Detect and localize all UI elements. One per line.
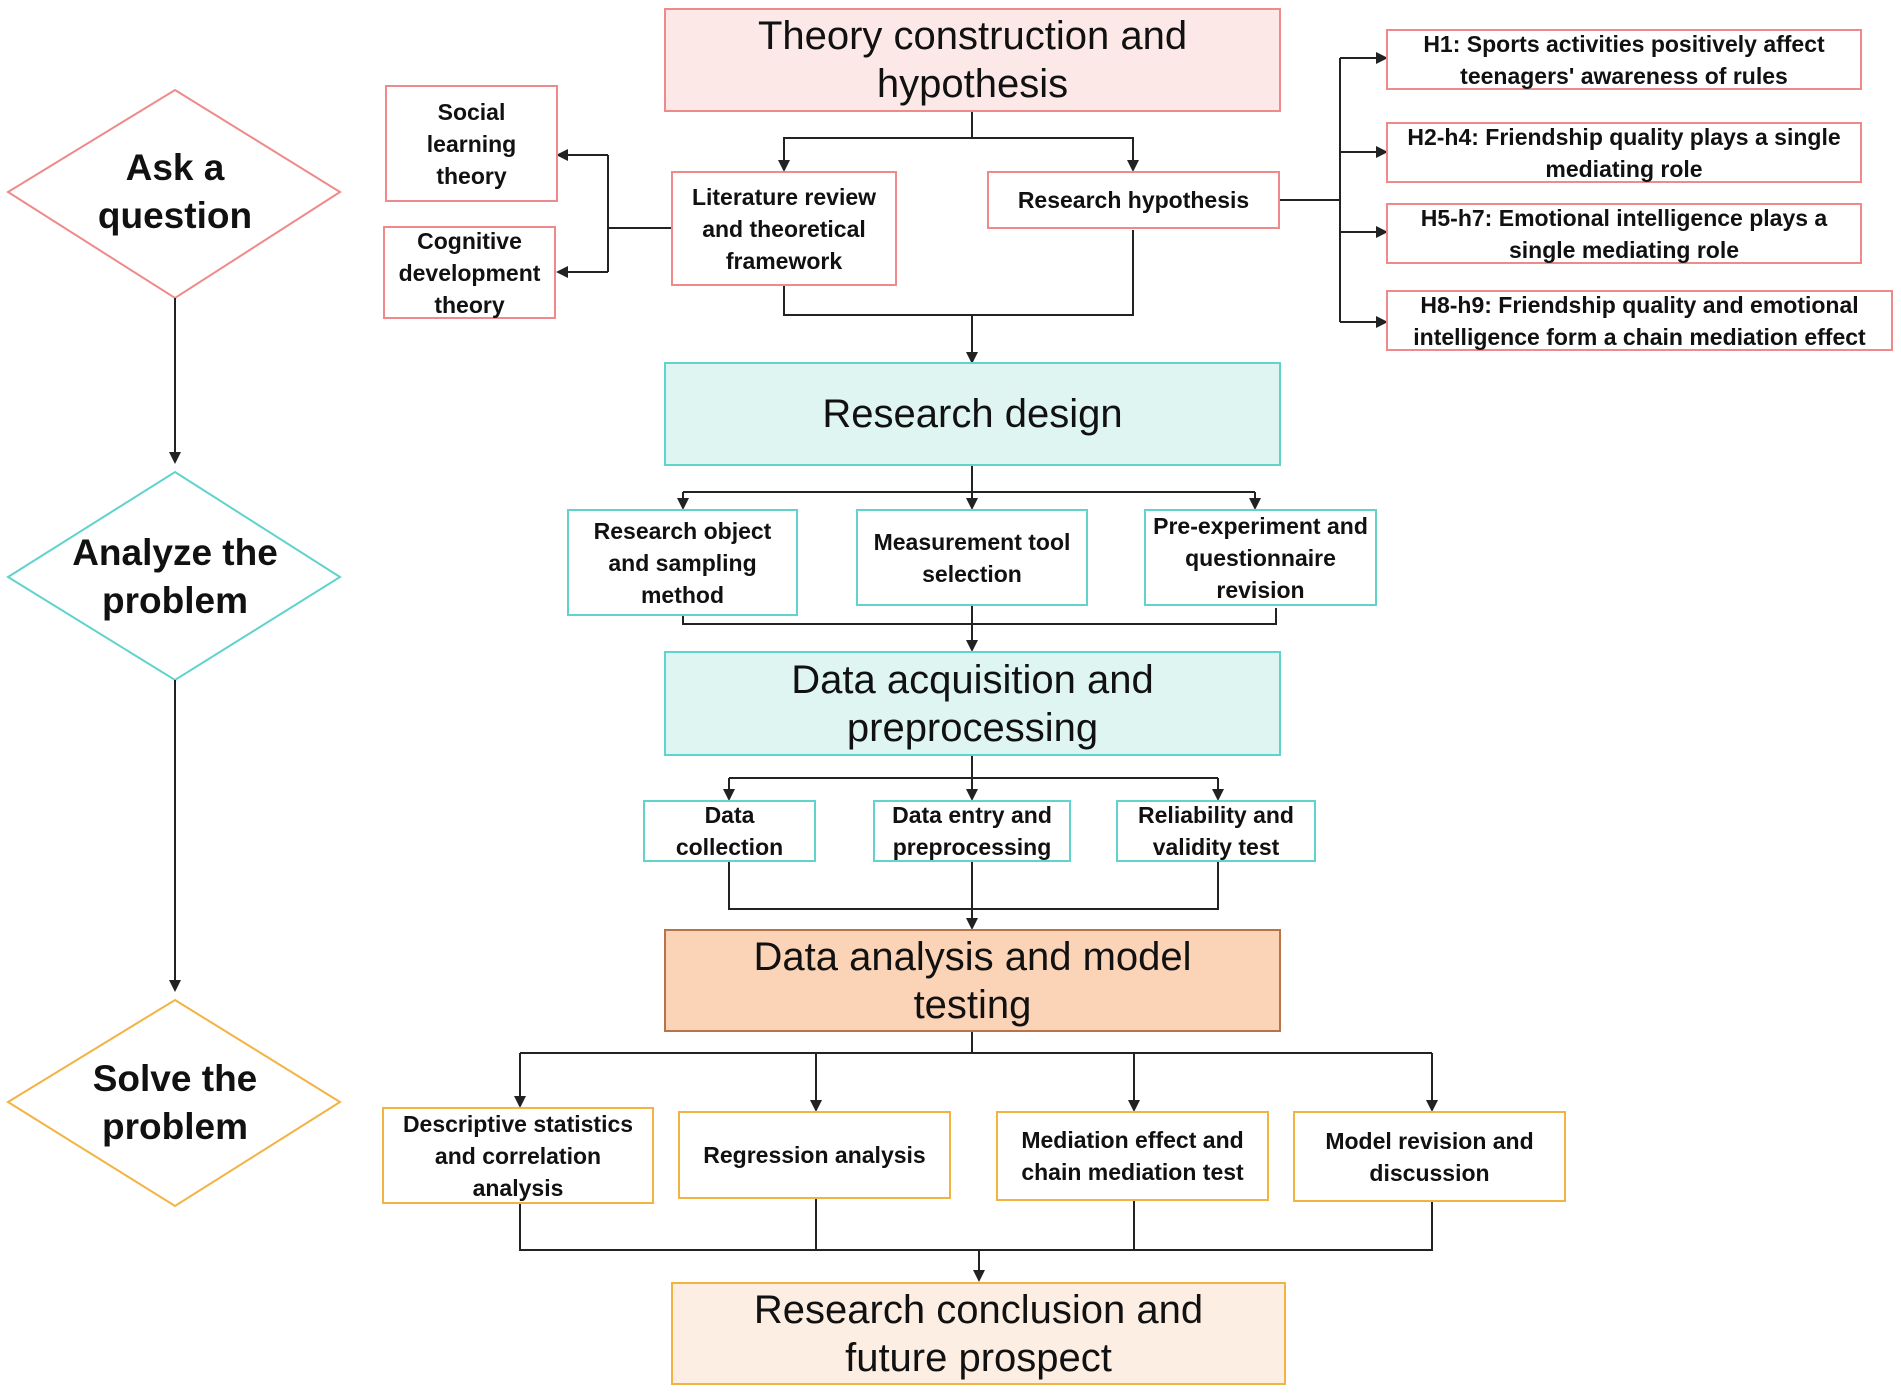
regression-box: Regression analysis bbox=[678, 1111, 951, 1199]
descriptive-box: Descriptive statistics and correlation a… bbox=[382, 1107, 654, 1204]
hypothesis-h1-box: H1: Sports activities positively affect … bbox=[1386, 29, 1862, 90]
hypothesis-label: Research hypothesis bbox=[1017, 187, 1250, 213]
design-title-box: Research design bbox=[664, 362, 1281, 466]
stage-analyze-label: Analyze the problem bbox=[72, 532, 278, 621]
model-revision-label: Model revision and discussion bbox=[1325, 1127, 1534, 1186]
hypothesis-h2-box: H2-h4: Friendship quality plays a single… bbox=[1386, 122, 1862, 183]
mediation-label: Mediation effect and chain mediation tes… bbox=[1021, 1127, 1244, 1185]
preexperiment-label: Pre-experiment and questionnaire revisio… bbox=[1153, 512, 1368, 603]
connector-literature-theories bbox=[607, 155, 671, 272]
entry-label: Data entry and preprocessing bbox=[892, 802, 1052, 860]
connector-theory-split bbox=[783, 112, 1134, 170]
theory-title: Theory construction and hypothesis bbox=[757, 14, 1188, 106]
sampling-box: Research object and sampling method bbox=[567, 509, 798, 616]
preexperiment-box: Pre-experiment and questionnaire revisio… bbox=[1144, 509, 1377, 606]
connector-analysis-split bbox=[520, 1032, 1432, 1054]
model-revision-box: Model revision and discussion bbox=[1293, 1111, 1566, 1202]
literature-label: Literature review and theoretical framew… bbox=[691, 183, 877, 274]
acquisition-title-box: Data acquisition and preprocessing bbox=[664, 651, 1281, 756]
mediation-box: Mediation effect and chain mediation tes… bbox=[996, 1111, 1269, 1201]
cognitive-label: Cognitive development theory bbox=[398, 227, 541, 318]
measurement-box: Measurement tool selection bbox=[856, 509, 1088, 606]
conclusion-title-box: Research conclusion and future prospect bbox=[671, 1282, 1286, 1385]
literature-box: Literature review and theoretical framew… bbox=[671, 171, 897, 286]
connector-design-merge bbox=[682, 606, 1277, 625]
connector-acquisition-merge bbox=[728, 862, 1219, 910]
regression-label: Regression analysis bbox=[703, 1142, 926, 1168]
stage-ask-label: Ask a question bbox=[97, 147, 253, 236]
social-learning-box: Social learning theory bbox=[385, 85, 558, 202]
hypothesis-h5-label: H5-h7: Emotional intelligence plays a si… bbox=[1420, 204, 1828, 263]
stage-solve-label: Solve the problem bbox=[92, 1058, 258, 1147]
measurement-label: Measurement tool selection bbox=[873, 528, 1071, 587]
hypothesis-box: Research hypothesis bbox=[987, 171, 1280, 229]
hypothesis-h5-box: H5-h7: Emotional intelligence plays a si… bbox=[1386, 203, 1862, 264]
hypothesis-h2-label: H2-h4: Friendship quality plays a single… bbox=[1407, 123, 1841, 182]
reliability-box: Reliability and validity test bbox=[1116, 800, 1316, 862]
social-learning-label: Social learning theory bbox=[426, 98, 517, 189]
hypothesis-h8-box: H8-h9: Friendship quality and emotional … bbox=[1386, 290, 1893, 351]
acquisition-title: Data acquisition and preprocessing bbox=[791, 657, 1154, 750]
descriptive-label: Descriptive statistics and correlation a… bbox=[402, 1110, 634, 1201]
hypothesis-h8-label: H8-h9: Friendship quality and emotional … bbox=[1413, 291, 1866, 350]
sampling-label: Research object and sampling method bbox=[593, 517, 772, 608]
design-title: Research design bbox=[822, 392, 1123, 436]
reliability-label: Reliability and validity test bbox=[1138, 802, 1294, 860]
connector-design-split bbox=[683, 466, 1255, 493]
hypothesis-h1-label: H1: Sports activities positively affect … bbox=[1423, 30, 1825, 89]
connector-analysis-merge bbox=[519, 1199, 1433, 1251]
solve-diamond bbox=[6, 998, 342, 1208]
connector-hypothesis-bracket bbox=[1280, 58, 1341, 322]
cognitive-box: Cognitive development theory bbox=[383, 226, 556, 319]
collection-label: Data collection bbox=[675, 802, 784, 860]
theory-title-box: Theory construction and hypothesis bbox=[664, 8, 1281, 112]
connector-merge-design bbox=[783, 230, 1134, 316]
collection-box: Data collection bbox=[643, 800, 816, 862]
connector-acquisition-split bbox=[729, 756, 1218, 779]
analysis-title: Data analysis and model testing bbox=[753, 934, 1192, 1027]
analysis-title-box: Data analysis and model testing bbox=[664, 929, 1281, 1032]
entry-box: Data entry and preprocessing bbox=[873, 800, 1071, 862]
conclusion-title: Research conclusion and future prospect bbox=[753, 1287, 1204, 1380]
